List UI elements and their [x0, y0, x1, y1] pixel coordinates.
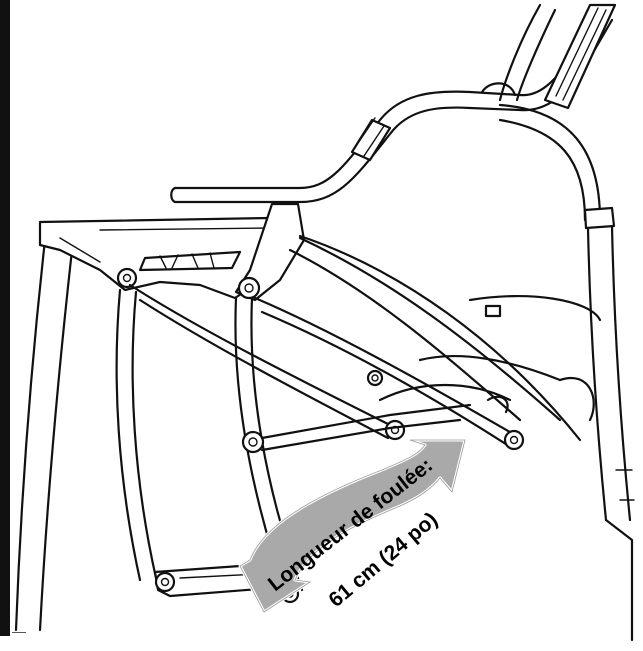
page-edge-bar [0, 0, 10, 636]
pivot-joint-rear [116, 267, 138, 289]
stride-length-arrow [238, 438, 467, 614]
crank-joint [366, 369, 384, 387]
pivot-bracket [116, 202, 306, 302]
right-column [583, 206, 635, 642]
rear-leg-left [14, 238, 74, 632]
handlebar [170, 8, 614, 204]
pedal-joints [241, 369, 525, 454]
console-post [480, 3, 617, 222]
foot-pedal-joint [154, 571, 176, 593]
pedal-joint-right [503, 429, 525, 451]
page-edge-tick [12, 632, 26, 633]
pedal-joint-left [384, 419, 406, 441]
pivot-joint-upper [237, 276, 261, 300]
crank-assembly [260, 295, 602, 452]
lower-link-joint [241, 430, 265, 454]
